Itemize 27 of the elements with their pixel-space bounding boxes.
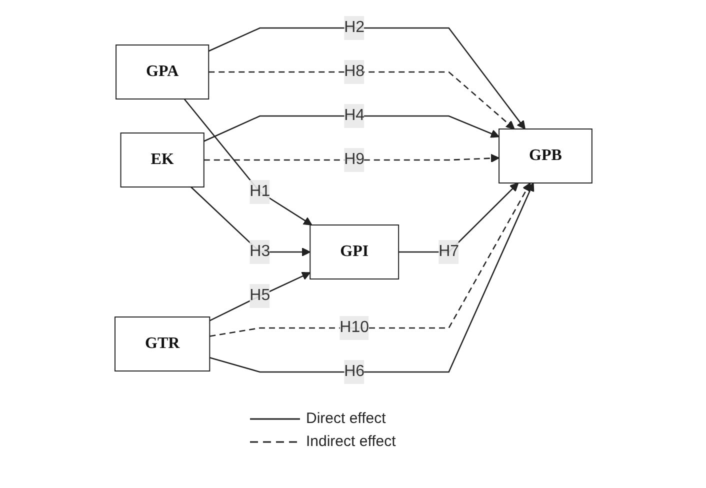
arrow <box>203 115 499 142</box>
edge-label: H7 <box>438 243 459 260</box>
edge-label: H3 <box>249 243 270 260</box>
node-box: GPA <box>115 44 209 100</box>
arrow <box>183 98 312 226</box>
legend-text: Indirect effect <box>306 433 396 450</box>
arrow <box>208 272 310 322</box>
arrow <box>190 186 310 256</box>
arrow <box>208 71 514 130</box>
edge-label: H10 <box>339 319 369 336</box>
arrow <box>208 27 526 130</box>
arrow <box>203 154 499 163</box>
node-box: GPI <box>309 224 399 280</box>
edge-label: H4 <box>344 107 364 124</box>
edge-label: H8 <box>344 63 364 80</box>
edge-label: H1 <box>249 183 270 200</box>
node-box: GTR <box>114 316 210 372</box>
arrow <box>209 182 530 337</box>
edge-label: H9 <box>344 151 364 168</box>
node-box: EK <box>120 132 204 188</box>
edge-label: H5 <box>249 287 270 304</box>
node-box: GPB <box>498 128 592 184</box>
legend-text: Direct effect <box>306 410 386 427</box>
arrow <box>209 182 534 373</box>
arrow <box>398 182 518 253</box>
edge-label: H6 <box>344 363 364 380</box>
edge-label: H2 <box>344 19 364 36</box>
